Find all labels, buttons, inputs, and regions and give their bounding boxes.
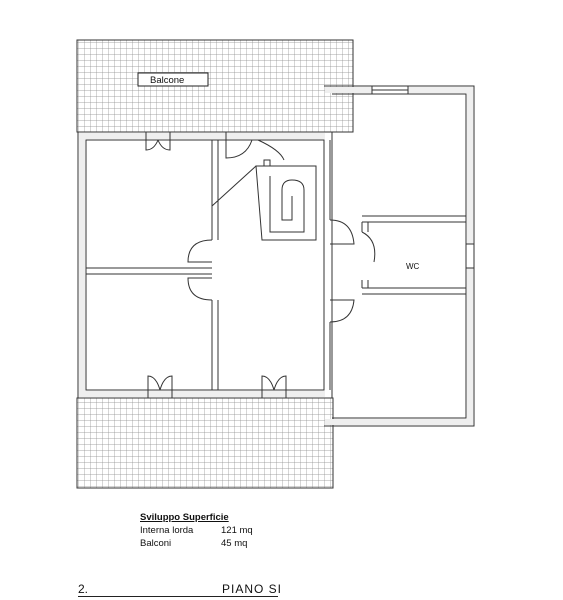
balcony-top	[76, 39, 354, 133]
window-wc	[465, 243, 475, 269]
floor-label: PIANO SI	[222, 582, 283, 596]
summary-row-internal: Interna lorda 121 mq	[140, 524, 253, 537]
balcony-label-box	[137, 72, 209, 87]
door-bedroom-upper	[187, 239, 213, 263]
door-wc	[361, 231, 376, 263]
summary-value: 121	[221, 525, 237, 536]
door-top-left	[145, 132, 159, 151]
door-bottom-left	[147, 375, 161, 398]
door-right-upper	[329, 219, 355, 245]
summary-value: 45	[221, 538, 232, 549]
summary-unit: mq	[239, 525, 253, 536]
summary-row-balconies: Balconi 45 mq	[140, 537, 253, 550]
page-number: 2.	[78, 582, 89, 596]
summary-unit: mq	[234, 538, 248, 549]
door-bottom-center	[261, 375, 275, 398]
area-summary: Sviluppo Superficie Interna lorda 121 mq…	[140, 511, 253, 550]
page-footer: 2. PIANO SI	[0, 580, 563, 600]
door-right-lower	[329, 299, 355, 323]
staircase	[263, 159, 305, 233]
door-top-center	[225, 132, 253, 159]
wall-fills	[79, 87, 473, 425]
summary-label: Interna lorda	[140, 525, 194, 536]
balcony-label: Balcone	[150, 75, 184, 86]
summary-label: Balconi	[140, 538, 172, 549]
wc-label: WC	[406, 262, 420, 271]
balcony-bottom	[76, 397, 334, 489]
door-corridor	[257, 139, 285, 161]
window-top-right	[371, 85, 409, 95]
footer-rule	[78, 596, 278, 597]
floor-plan: Balcone	[76, 39, 475, 489]
door-bedroom-lower	[187, 277, 213, 301]
summary-title: Sviluppo Superficie	[140, 512, 229, 523]
interior-walls	[86, 140, 466, 390]
doors	[145, 132, 376, 398]
